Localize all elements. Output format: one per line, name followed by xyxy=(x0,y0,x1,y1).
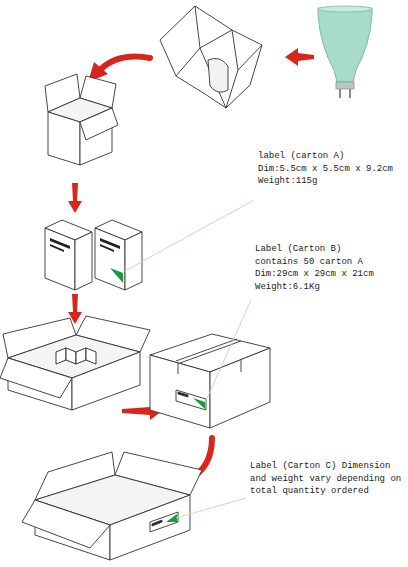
open-big-box xyxy=(0,358,72,398)
small-carton xyxy=(45,220,142,290)
open-carton-c xyxy=(166,514,177,522)
open-big-box xyxy=(72,352,140,410)
red-arrow xyxy=(285,48,314,66)
closed-big-box xyxy=(178,392,188,397)
leader-line xyxy=(123,200,254,272)
folded-insert xyxy=(160,6,262,108)
led-bulb xyxy=(318,6,372,98)
red-arrow xyxy=(100,57,150,71)
callout-label: Label (Carton B) contains 50 carton A Di… xyxy=(255,243,380,293)
carton-label xyxy=(110,268,123,283)
closed-big-box xyxy=(150,334,270,428)
leader-line xyxy=(176,498,246,518)
open-big-box xyxy=(56,348,96,364)
carton-label xyxy=(50,238,123,283)
led-bulb xyxy=(349,89,351,98)
small-carton xyxy=(45,228,75,290)
leader-line xyxy=(123,200,254,272)
closed-big-box xyxy=(241,360,242,372)
open-big-box xyxy=(56,348,66,364)
led-bulb xyxy=(339,89,341,98)
open-carton-c xyxy=(110,495,190,560)
closed-big-box xyxy=(193,398,205,409)
open-big-box xyxy=(0,316,150,410)
open-carton-c xyxy=(22,452,202,560)
open-small-box xyxy=(45,74,118,165)
red-arrow xyxy=(285,48,314,66)
open-carton-c xyxy=(22,500,110,548)
led-bulb xyxy=(318,8,372,82)
led-bulb xyxy=(318,6,372,12)
small-carton xyxy=(75,232,92,290)
open-big-box xyxy=(86,348,96,364)
folded-insert xyxy=(208,58,228,92)
led-bulb xyxy=(336,82,354,89)
red-arrow xyxy=(68,183,82,213)
callout-label: Label (Carton C) Dimension and weight va… xyxy=(250,460,402,498)
leader-line xyxy=(205,300,251,403)
folded-insert xyxy=(176,6,200,76)
red-arrow xyxy=(68,183,82,213)
closed-big-box xyxy=(176,390,206,410)
folded-insert xyxy=(238,45,262,70)
open-small-box xyxy=(48,112,80,165)
small-carton xyxy=(125,232,142,290)
closed-big-box xyxy=(150,355,210,428)
open-carton-c xyxy=(150,512,178,532)
closed-big-box xyxy=(210,348,270,428)
carton-label xyxy=(50,244,64,252)
open-small-box xyxy=(80,108,118,140)
carton-label xyxy=(100,238,120,249)
closed-big-box xyxy=(176,339,237,361)
leader-line xyxy=(205,300,251,403)
callout-label: label (carton A) Dim:5.5cm x 5.5cm x 9.2… xyxy=(258,150,395,188)
carton-label xyxy=(50,238,70,249)
small-carton xyxy=(95,228,125,290)
closed-big-box xyxy=(180,341,241,363)
open-big-box xyxy=(66,348,76,364)
carton-label xyxy=(100,244,114,252)
red-arrow xyxy=(88,57,150,83)
open-carton-c xyxy=(152,520,162,526)
open-big-box xyxy=(76,348,86,364)
closed-big-box xyxy=(178,362,179,374)
leader-line xyxy=(176,498,246,518)
folded-insert xyxy=(160,6,262,108)
folded-insert xyxy=(200,30,232,48)
